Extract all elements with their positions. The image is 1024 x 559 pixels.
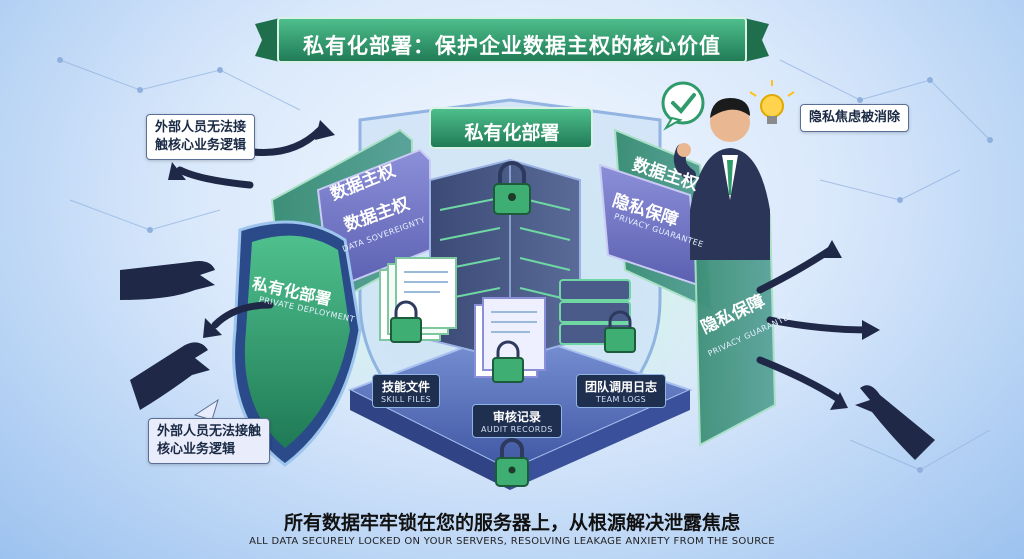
document-icon	[379, 257, 457, 343]
arrow-heads	[168, 120, 880, 410]
database-icon	[559, 279, 636, 353]
network-nodes	[57, 57, 993, 473]
callout-bottom-left: 外部人员无法接触 核心业务逻辑	[148, 418, 271, 464]
base-platform	[347, 328, 693, 490]
label-subtitle: AUDIT RECORDS	[481, 425, 553, 434]
label-team-logs: 团队调用日志 TEAM LOGS	[576, 374, 667, 408]
shield-icon	[232, 220, 362, 467]
callout-top-left: 外部人员无法接 触核心业务逻辑	[146, 114, 256, 160]
callout-line: 核心业务逻辑	[157, 442, 236, 457]
banner-title: 私有化部署：保护企业数据主权的核心价值	[303, 34, 721, 58]
lightbulb-icon	[749, 80, 795, 124]
padlock-icon	[493, 161, 531, 215]
checkmark-icon	[661, 81, 705, 131]
hand-icon	[120, 261, 935, 460]
padlock-icon	[495, 438, 529, 487]
callout-line: 外部人员无法接	[155, 120, 247, 135]
callout-pointer	[193, 398, 219, 421]
label-title: 团队调用日志	[585, 380, 658, 394]
callout-line: 触核心业务逻辑	[155, 138, 247, 153]
callout-top-right: 隐私焦虑被消除	[800, 104, 910, 132]
label-audit-records: 审核记录 AUDIT RECORDS	[472, 404, 562, 438]
arrow-icon	[176, 126, 874, 404]
label-subtitle: TEAM LOGS	[595, 395, 647, 404]
document-icon	[474, 297, 546, 383]
footer-subline: ALL DATA SECURELY LOCKED ON YOUR SERVERS…	[249, 536, 775, 547]
title-ribbon	[255, 17, 769, 63]
server-badge-label: 私有化部署	[464, 122, 560, 144]
callout-line: 外部人员无法接触	[157, 424, 262, 439]
footer-headline: 所有数据牢牢锁在您的服务器上，从根源解决泄露焦虑	[283, 512, 740, 534]
label-subtitle: SKILL FILES	[381, 395, 432, 404]
server-badge	[429, 107, 593, 149]
label-title: 审核记录	[492, 410, 541, 424]
label-title: 技能文件	[382, 380, 431, 394]
businessman-figure	[673, 98, 770, 260]
label-skill-files: 技能文件 SKILL FILES	[372, 374, 441, 408]
